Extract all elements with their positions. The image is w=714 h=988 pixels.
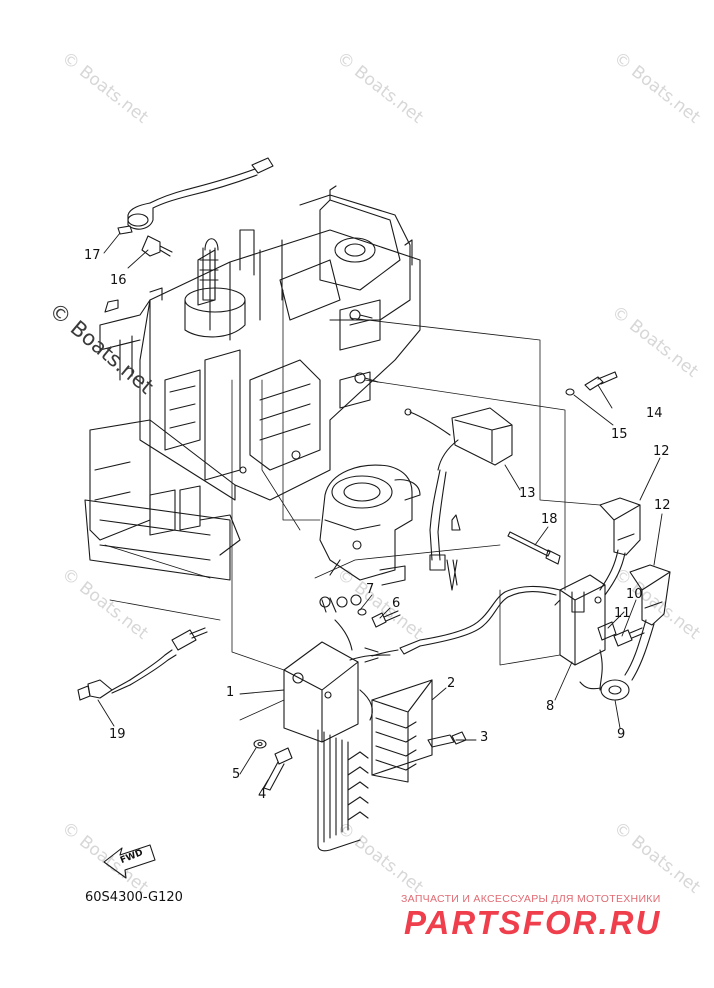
engine-lower-case — [84, 419, 241, 581]
callout-4: 4 — [258, 787, 267, 802]
bolt-4 — [263, 747, 293, 791]
clamp-11 — [597, 621, 617, 641]
washer-15 — [565, 388, 575, 396]
plug-cap-lead — [117, 157, 274, 235]
main-harness — [364, 585, 561, 663]
callout-15: 15 — [611, 427, 628, 442]
leader-lines — [97, 232, 663, 791]
assembly-guides — [104, 289, 601, 721]
callout-16: 16 — [110, 273, 127, 288]
spark-plug-boss — [199, 247, 219, 301]
cdi-unit — [283, 641, 391, 743]
brand-logo: PARTSFOR.RU — [404, 904, 662, 941]
callout-14: 14 — [646, 406, 663, 421]
callout-1: 1 — [226, 685, 235, 700]
thermo-switch — [141, 235, 173, 257]
callout-11: 11 — [614, 606, 631, 621]
washer-7 — [357, 608, 367, 616]
plug-cap-lower — [624, 564, 671, 681]
callout-6: 6 — [392, 596, 401, 611]
ignition-coil — [559, 574, 606, 666]
screw-3 — [427, 731, 467, 748]
callout-2: 2 — [447, 676, 456, 691]
engine-block — [99, 185, 421, 501]
washer-5 — [253, 739, 267, 749]
callout-12b: 12 — [654, 498, 671, 513]
callout-12a: 12 — [653, 444, 670, 459]
band-18 — [507, 531, 561, 565]
bolt-14 — [584, 371, 618, 391]
plug-cap-upper — [599, 497, 641, 556]
callout-9: 9 — [617, 727, 626, 742]
brand-tagline: ЗАПЧАСТИ И АКСЕССУАРЫ ДЛЯ МОТОТЕХНИКИ — [401, 893, 661, 905]
fwd-arrow-icon — [103, 844, 156, 879]
callout-18: 18 — [541, 512, 558, 527]
pulser-coil — [404, 407, 513, 591]
cdi-harness — [317, 729, 369, 852]
ring-terminals — [319, 594, 362, 651]
callout-17: 17 — [84, 248, 101, 263]
terminal-block — [371, 679, 433, 783]
callout-13: 13 — [519, 486, 536, 501]
callout-3: 3 — [480, 730, 489, 745]
callout-7: 7 — [366, 582, 375, 597]
stator-plate — [319, 464, 421, 586]
callout-19: 19 — [109, 727, 126, 742]
callout-8: 8 — [546, 699, 555, 714]
grommet-9 — [579, 679, 630, 701]
high-tension-lead — [599, 549, 626, 691]
diagram-part-code: 60S4300-G120 — [85, 890, 183, 905]
lead-19 — [77, 627, 208, 701]
callout-10: 10 — [626, 587, 643, 602]
callout-5: 5 — [232, 767, 241, 782]
screw-6 — [371, 610, 401, 628]
